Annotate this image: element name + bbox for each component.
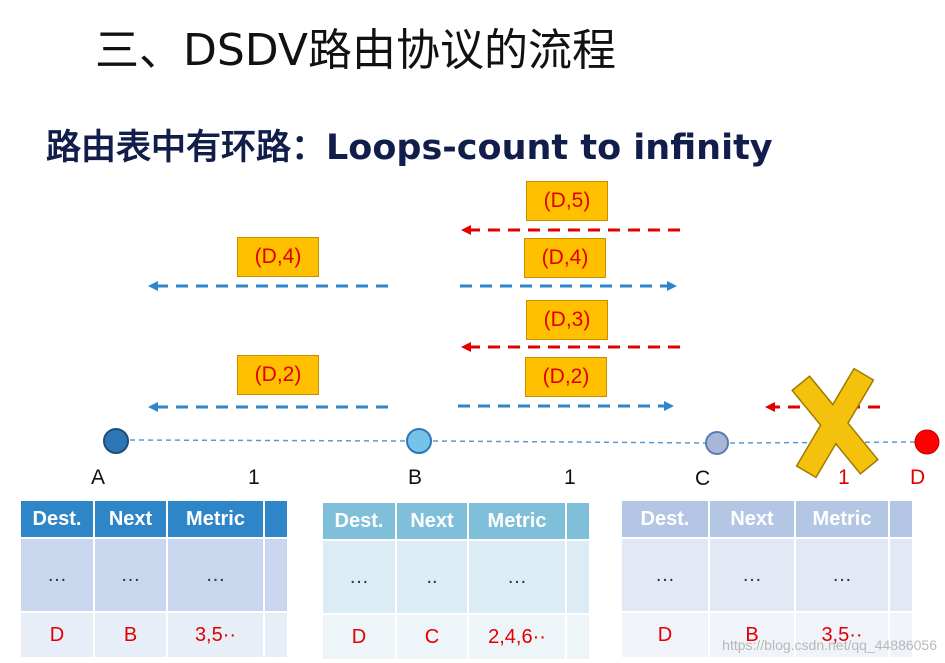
slide-subtitle: 路由表中有环路：Loops-count to infinity	[46, 128, 773, 168]
table-header: Metric	[167, 501, 265, 538]
table-cell: …	[94, 537, 168, 612]
table-cell: …	[468, 539, 567, 614]
routing-table-c: Dest. Next Metric … … … D B 3,5··	[622, 501, 912, 657]
message-ab-upper: (D,4)	[237, 237, 319, 277]
link-b-c	[432, 440, 706, 444]
message-bc-1: (D,5)	[526, 181, 608, 221]
node-d	[914, 429, 940, 455]
link-ab-metric: 1	[248, 466, 260, 489]
table-header	[264, 501, 287, 538]
node-d-label: D	[910, 466, 926, 489]
table-row: D B 3,5··	[622, 611, 912, 657]
table-row: … … …	[622, 537, 912, 612]
table-cell	[889, 537, 912, 612]
table-row: D B 3,5··	[21, 611, 287, 657]
table-cell: B	[94, 611, 168, 657]
table-cell: D	[323, 613, 397, 659]
table-cell: …	[709, 537, 796, 612]
table-cell: C	[396, 613, 469, 659]
table-cell: D	[21, 611, 95, 657]
table-cell: …	[622, 537, 710, 612]
table-cell	[566, 613, 589, 659]
page-title: 三、DSDV路由协议的流程	[95, 25, 617, 76]
table-cell	[264, 537, 287, 612]
node-b-label: B	[408, 466, 423, 489]
table-cell: 3,5··	[795, 611, 890, 657]
table-header-row: Dest. Next Metric	[622, 501, 912, 538]
table-header: Next	[94, 501, 168, 538]
table-header: Metric	[795, 501, 890, 538]
table-header: Next	[709, 501, 796, 538]
message-bc-4: (D,2)	[525, 357, 607, 397]
table-cell: …	[323, 539, 397, 614]
node-c-label: C	[695, 467, 711, 490]
table-row: D C 2,4,6··	[323, 613, 589, 659]
node-b	[406, 428, 432, 454]
table-header-row: Dest. Next Metric	[323, 503, 589, 540]
table-header: Dest.	[323, 503, 397, 540]
table-cell	[889, 611, 912, 657]
node-a	[103, 428, 129, 454]
link-cd-metric: 1	[838, 466, 850, 489]
table-cell: …	[167, 537, 265, 612]
table-cell: …	[795, 537, 890, 612]
table-cell: D	[622, 611, 710, 657]
table-cell: 2,4,6··	[468, 613, 567, 659]
table-cell	[566, 539, 589, 614]
table-header	[889, 501, 912, 538]
message-bc-2: (D,4)	[524, 238, 606, 278]
table-cell	[264, 611, 287, 657]
table-row: … … …	[21, 537, 287, 612]
message-bc-3: (D,3)	[526, 300, 608, 340]
table-header: Dest.	[21, 501, 95, 538]
table-header: Dest.	[622, 501, 710, 538]
broken-link-cross-icon	[791, 367, 879, 479]
table-cell: ..	[396, 539, 469, 614]
node-a-label: A	[91, 466, 106, 489]
table-cell: B	[709, 611, 796, 657]
table-header	[566, 503, 589, 540]
table-header: Metric	[468, 503, 567, 540]
table-cell: …	[21, 537, 95, 612]
routing-table-b: Dest. Next Metric … .. … D C 2,4,6··	[323, 503, 589, 659]
table-row: … .. …	[323, 539, 589, 614]
routing-table-a: Dest. Next Metric … … … D B 3,5··	[21, 501, 287, 657]
table-header: Next	[396, 503, 469, 540]
watermark: https://blog.csdn.net/qq_44886056	[722, 637, 937, 653]
table-header-row: Dest. Next Metric	[21, 501, 287, 538]
message-ab-lower: (D,2)	[237, 355, 319, 395]
node-c	[705, 431, 729, 455]
link-a-b	[129, 439, 407, 442]
table-cell: 3,5··	[167, 611, 265, 657]
link-bc-metric: 1	[564, 466, 576, 489]
